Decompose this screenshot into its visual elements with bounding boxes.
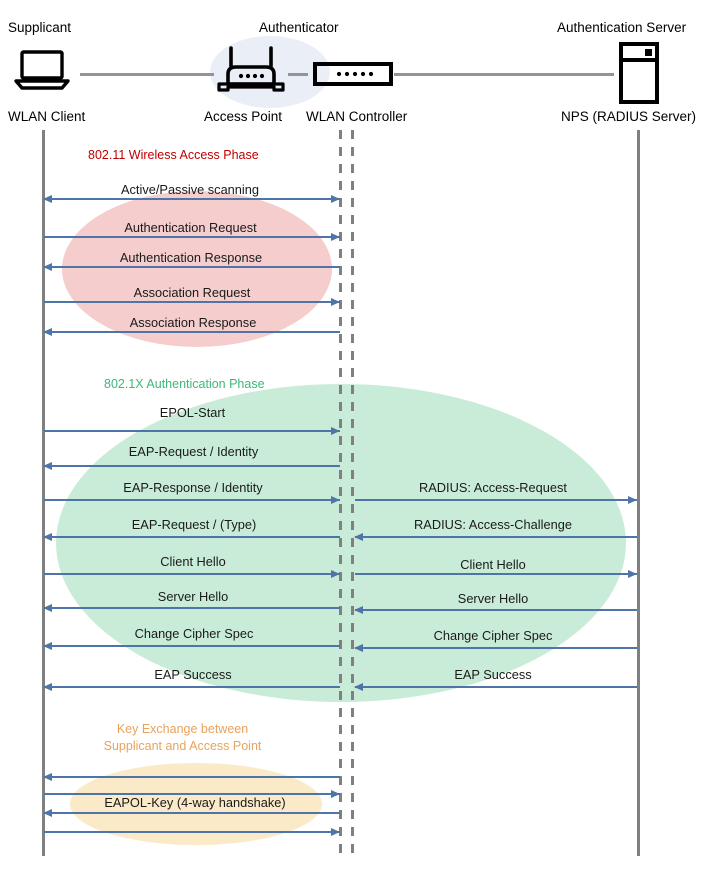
message-line-authentication-request (44, 236, 340, 238)
message-label-active-passive-scanning: Active/Passive scanning (121, 182, 259, 197)
phase-label-key-exchange-line2: Supplicant and Access Point (103, 739, 262, 753)
device-label-nps-radius-server: NPS (RADIUS Server) (561, 109, 697, 124)
message-line-change-cipher-spec-right (355, 647, 637, 649)
arrowhead-left-active-passive-scanning (43, 194, 52, 203)
laptop-icon (12, 50, 72, 90)
arrowhead-right-epol-start (331, 426, 340, 435)
arrowhead-left-eapol-key-3 (43, 808, 52, 817)
arrowhead-left-eap-success-left (43, 682, 52, 691)
message-line-server-hello-left (44, 607, 340, 609)
network-switch-icon (313, 60, 393, 88)
wire-client-to-ap (80, 73, 214, 76)
device-label-wlan-client: WLAN Client (8, 109, 86, 124)
arrowhead-left-association-response (43, 327, 52, 336)
device-label-access-point: Access Point (204, 109, 283, 124)
message-label-eap-response-identity: EAP-Response / Identity (123, 480, 263, 495)
message-line-eap-success-right (355, 686, 637, 688)
message-line-radius-access-challenge (355, 536, 637, 538)
arrowhead-right-eap-response-identity (331, 495, 340, 504)
message-line-eapol-key-3 (44, 812, 340, 814)
message-label-association-response: Association Response (129, 315, 257, 330)
message-label-authentication-request: Authentication Request (124, 220, 257, 235)
message-label-server-hello-left: Server Hello (157, 589, 229, 604)
wireless-router-icon (214, 46, 288, 94)
message-line-client-hello-right (355, 573, 637, 575)
message-line-association-request (44, 301, 340, 303)
wire-ap-to-controller (288, 73, 308, 76)
message-label-client-hello-right: Client Hello (460, 557, 526, 572)
arrowhead-left-radius-access-challenge (354, 532, 363, 541)
message-line-authentication-response (44, 266, 340, 268)
device-label-wlan-controller: WLAN Controller (306, 109, 408, 124)
message-label-eapol-key-handshake: EAPOL-Key (4-way handshake) (104, 795, 286, 810)
message-line-association-response (44, 331, 340, 333)
message-line-client-hello-left (44, 573, 340, 575)
arrowhead-right-eapol-key-2 (331, 789, 340, 798)
message-line-eap-success-left (44, 686, 340, 688)
message-line-active-passive-scanning (44, 198, 340, 200)
message-label-radius-access-request: RADIUS: Access-Request (419, 480, 567, 495)
message-label-association-request: Association Request (133, 285, 251, 300)
message-line-eapol-key-4 (44, 831, 340, 833)
arrowhead-left-eap-request-type (43, 532, 52, 541)
message-line-epol-start (44, 430, 340, 432)
role-title-supplicant: Supplicant (8, 20, 72, 35)
message-line-eap-request-identity (44, 465, 340, 467)
message-line-eapol-key-1 (44, 776, 340, 778)
lifeline-wlan-controller (351, 130, 354, 856)
arrowhead-left-eap-request-identity (43, 461, 52, 470)
arrowhead-right-association-request (331, 297, 340, 306)
message-line-change-cipher-spec-left (44, 645, 340, 647)
arrowhead-right-active-passive-scanning (331, 194, 340, 203)
message-line-eap-response-identity (44, 499, 340, 501)
arrowhead-right-client-hello-right (628, 569, 637, 578)
message-label-radius-access-challenge: RADIUS: Access-Challenge (414, 517, 572, 532)
message-line-server-hello-right (355, 609, 637, 611)
message-label-client-hello-left: Client Hello (160, 554, 226, 569)
message-label-eap-success-left: EAP Success (154, 667, 232, 682)
message-line-radius-access-request (355, 499, 637, 501)
phase-oval-wireless-access (62, 191, 332, 347)
arrowhead-left-eapol-key-1 (43, 772, 52, 781)
arrowhead-right-authentication-request (331, 232, 340, 241)
message-label-change-cipher-spec-left: Change Cipher Spec (134, 626, 254, 641)
phase-label-key-exchange-line1: Key Exchange between (116, 722, 249, 736)
message-label-change-cipher-spec-right: Change Cipher Spec (433, 628, 553, 643)
server-tower-icon (618, 42, 660, 104)
message-label-authentication-response: Authentication Response (119, 250, 263, 265)
message-line-eap-request-type (44, 536, 340, 538)
arrowhead-left-change-cipher-spec-right (354, 643, 363, 652)
lifeline-supplicant (42, 130, 45, 856)
arrowhead-left-eap-success-right (354, 682, 363, 691)
message-label-eap-request-type: EAP-Request / (Type) (131, 517, 257, 532)
message-label-epol-start: EPOL-Start (159, 405, 226, 420)
phase-label-wireless-access: 802.11 Wireless Access Phase (88, 148, 259, 162)
wire-controller-to-server (394, 73, 614, 76)
arrowhead-right-radius-access-request (628, 495, 637, 504)
message-line-eapol-key-2 (44, 793, 340, 795)
role-title-authenticator: Authenticator (259, 20, 339, 35)
message-label-server-hello-right: Server Hello (457, 591, 529, 606)
lifeline-access-point (339, 130, 342, 856)
arrowhead-right-eapol-key-4 (331, 827, 340, 836)
arrowhead-left-server-hello-left (43, 603, 52, 612)
arrowhead-left-authentication-response (43, 262, 52, 271)
arrowhead-right-client-hello-left (331, 569, 340, 578)
phase-label-key-exchange: Key Exchange between Supplicant and Acce… (100, 721, 265, 755)
message-label-eap-success-right: EAP Success (454, 667, 532, 682)
arrowhead-left-server-hello-right (354, 605, 363, 614)
lifeline-authentication-server (637, 130, 640, 856)
message-label-eap-request-identity: EAP-Request / Identity (128, 444, 259, 459)
role-title-authentication-server: Authentication Server (557, 20, 687, 35)
arrowhead-left-change-cipher-spec-left (43, 641, 52, 650)
phase-label-dot1x-auth: 802.1X Authentication Phase (104, 377, 265, 391)
